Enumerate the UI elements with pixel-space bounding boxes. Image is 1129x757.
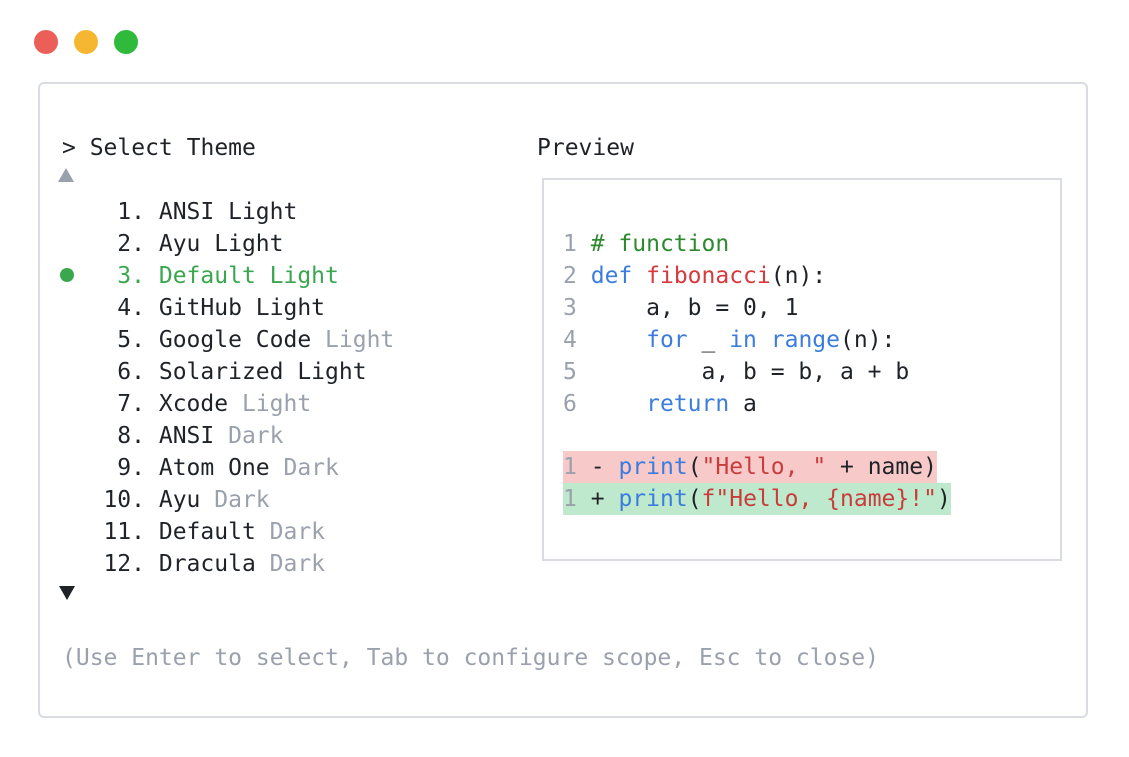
code-line: 2 def fibonacci(n): bbox=[563, 263, 827, 289]
theme-option-variant: Dark bbox=[269, 551, 326, 577]
theme-option-label: GitHub Light bbox=[158, 295, 326, 321]
theme-option[interactable]: 12. Dracula Dark bbox=[89, 548, 325, 580]
theme-option-label: Default Light bbox=[158, 263, 339, 289]
theme-option[interactable]: 2. Ayu Light bbox=[89, 228, 283, 260]
theme-option-number: 3. bbox=[117, 263, 145, 289]
theme-option-number: 9. bbox=[117, 455, 145, 481]
theme-option-label: ANSI bbox=[158, 423, 229, 449]
theme-option-variant: Dark bbox=[269, 519, 326, 545]
theme-option[interactable]: 6. Solarized Light bbox=[89, 356, 367, 388]
selected-indicator-icon bbox=[60, 268, 74, 282]
terminal-panel bbox=[38, 82, 1088, 718]
theme-option-number: 11. bbox=[103, 519, 145, 545]
theme-option-number: 1. bbox=[117, 199, 145, 225]
theme-option-label: ANSI Light bbox=[158, 199, 298, 225]
code-line: 1 # function bbox=[563, 231, 730, 257]
theme-option-label: Ayu Light bbox=[158, 231, 284, 257]
theme-option[interactable]: 11. Default Dark bbox=[89, 516, 325, 548]
theme-option-number: 8. bbox=[117, 423, 145, 449]
theme-option-label: Default bbox=[158, 519, 270, 545]
diff-removed-line: 1 - print("Hello, " + name) bbox=[563, 451, 937, 483]
theme-option-label: Solarized Light bbox=[158, 359, 367, 385]
theme-option-number: 10. bbox=[103, 487, 145, 513]
keyboard-hint: (Use Enter to select, Tab to configure s… bbox=[62, 645, 879, 671]
theme-picker-title: > Select Theme bbox=[62, 135, 256, 161]
window-controls bbox=[34, 30, 138, 54]
theme-option[interactable]: 3. Default Light bbox=[89, 260, 339, 292]
theme-option[interactable]: 1. ANSI Light bbox=[89, 196, 297, 228]
theme-option-variant: Dark bbox=[228, 423, 284, 449]
theme-option-label: Ayu bbox=[158, 487, 215, 513]
theme-option-number: 7. bbox=[117, 391, 145, 417]
code-line: 4 for _ in range(n): bbox=[563, 327, 896, 353]
theme-option-label: Atom One bbox=[158, 455, 284, 481]
theme-option-label: Xcode bbox=[158, 391, 242, 417]
theme-option-label: Dracula bbox=[158, 551, 270, 577]
theme-option-number: 12. bbox=[103, 551, 145, 577]
theme-option-variant: Dark bbox=[214, 487, 270, 513]
theme-option[interactable]: 9. Atom One Dark bbox=[89, 452, 339, 484]
theme-option-number: 6. bbox=[117, 359, 145, 385]
theme-option-variant: Light bbox=[325, 327, 395, 353]
theme-option[interactable]: 10. Ayu Dark bbox=[89, 484, 270, 516]
theme-option-number: 4. bbox=[117, 295, 145, 321]
code-line: 6 return a bbox=[563, 391, 757, 417]
theme-option[interactable]: 7. Xcode Light bbox=[89, 388, 311, 420]
theme-option-variant: Light bbox=[241, 391, 312, 417]
theme-option[interactable]: 5. Google Code Light bbox=[89, 324, 394, 356]
maximize-window-button[interactable] bbox=[114, 30, 138, 54]
minimize-window-button[interactable] bbox=[74, 30, 98, 54]
preview-pane bbox=[542, 178, 1062, 561]
code-line: 3 a, b = 0, 1 bbox=[563, 295, 799, 321]
diff-added-line: 1 + print(f"Hello, {name}!") bbox=[563, 483, 951, 515]
close-window-button[interactable] bbox=[34, 30, 58, 54]
theme-option-variant: Dark bbox=[283, 455, 339, 481]
theme-option[interactable]: 8. ANSI Dark bbox=[89, 420, 284, 452]
theme-option[interactable]: 4. GitHub Light bbox=[89, 292, 325, 324]
preview-title: Preview bbox=[537, 135, 634, 161]
scroll-down-icon[interactable] bbox=[59, 586, 75, 600]
code-line: 5 a, b = b, a + b bbox=[563, 359, 910, 385]
theme-option-number: 2. bbox=[117, 231, 145, 257]
scroll-up-icon[interactable] bbox=[58, 168, 74, 182]
theme-option-number: 5. bbox=[117, 327, 145, 353]
theme-option-label: Google Code bbox=[158, 327, 326, 353]
